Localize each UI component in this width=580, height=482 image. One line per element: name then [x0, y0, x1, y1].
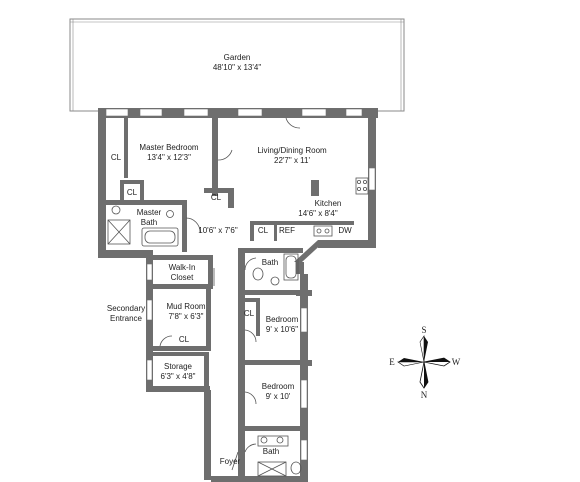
room-storage: Storage 6'3" x 4'8" — [161, 362, 196, 381]
garden-area — [69, 18, 405, 112]
closet-label-hall: CL — [258, 226, 269, 235]
refrigerator-label: REF — [279, 226, 295, 235]
hall-size: 10'6" x 7'6" — [198, 226, 238, 235]
garden-size: 48'10" x 13'4" — [213, 63, 261, 72]
bath-2-name: Bath — [263, 447, 279, 456]
interior-walls — [106, 118, 354, 431]
compass-rose: S N E W — [389, 325, 461, 400]
closet-label-master: CL — [111, 153, 122, 162]
fixtures — [107, 117, 369, 477]
foyer-name: Foyer — [220, 457, 241, 466]
exterior-walls — [98, 108, 378, 482]
room-bedroom-2: Bedroom 9' x 10' — [262, 382, 295, 401]
secondary-entrance-line1: Secondary — [107, 304, 145, 313]
secondary-entrance-label: Secondary Entrance — [107, 304, 145, 323]
closet-label-mudroom: CL — [179, 335, 190, 344]
room-garden: Garden 48'10" x 13'4" — [213, 53, 261, 72]
bedroom-1-size: 9' x 10'6" — [266, 325, 298, 334]
master-bath-label-line2: Bath — [141, 218, 157, 227]
room-master-bath: Master Bath — [137, 208, 162, 227]
garden-name: Garden — [224, 53, 251, 62]
dishwasher-label: DW — [338, 226, 352, 235]
room-mud-room: Mud Room 7'8" x 6'3" — [166, 302, 205, 321]
room-living-dining: Living/Dining Room 22'7" x 11' — [257, 146, 327, 165]
storage-name: Storage — [164, 362, 193, 371]
secondary-entrance-line2: Entrance — [110, 314, 143, 323]
walk-in-closet-line2: Closet — [171, 273, 194, 282]
room-walk-in-closet: Walk-In Closet — [169, 263, 196, 282]
closet-label-living: CL — [211, 193, 222, 202]
compass-north: N — [421, 390, 428, 400]
closet-label-master-small: CL — [127, 188, 138, 197]
compass-east: E — [389, 357, 395, 367]
closet-label-bedroom: CL — [244, 309, 255, 318]
master-bedroom-size: 13'4" x 12'3" — [147, 153, 191, 162]
room-bedroom-1: Bedroom 9' x 10'6" — [266, 315, 299, 334]
mud-room-size: 7'8" x 6'3" — [169, 312, 204, 321]
bedroom-2-name: Bedroom — [262, 382, 295, 391]
mud-room-name: Mud Room — [166, 302, 205, 311]
living-dining-size: 22'7" x 11' — [274, 156, 310, 165]
bedroom-2-size: 9' x 10' — [266, 392, 291, 401]
compass-south: S — [421, 325, 426, 335]
storage-size: 6'3" x 4'8" — [161, 372, 196, 381]
living-dining-name: Living/Dining Room — [257, 146, 327, 155]
bath-1-name: Bath — [262, 258, 278, 267]
bedroom-1-name: Bedroom — [266, 315, 299, 324]
room-kitchen: Kitchen 14'6" x 8'4" — [298, 199, 341, 218]
room-master-bedroom: Master Bedroom 13'4" x 12'3" — [139, 143, 198, 162]
windows — [105, 108, 376, 461]
master-bath-label-line1: Master — [137, 208, 162, 217]
kitchen-name: Kitchen — [315, 199, 342, 208]
walk-in-closet-line1: Walk-In — [169, 263, 196, 272]
master-bedroom-name: Master Bedroom — [139, 143, 198, 152]
compass-west: W — [452, 357, 461, 367]
kitchen-size: 14'6" x 8'4" — [298, 209, 338, 218]
